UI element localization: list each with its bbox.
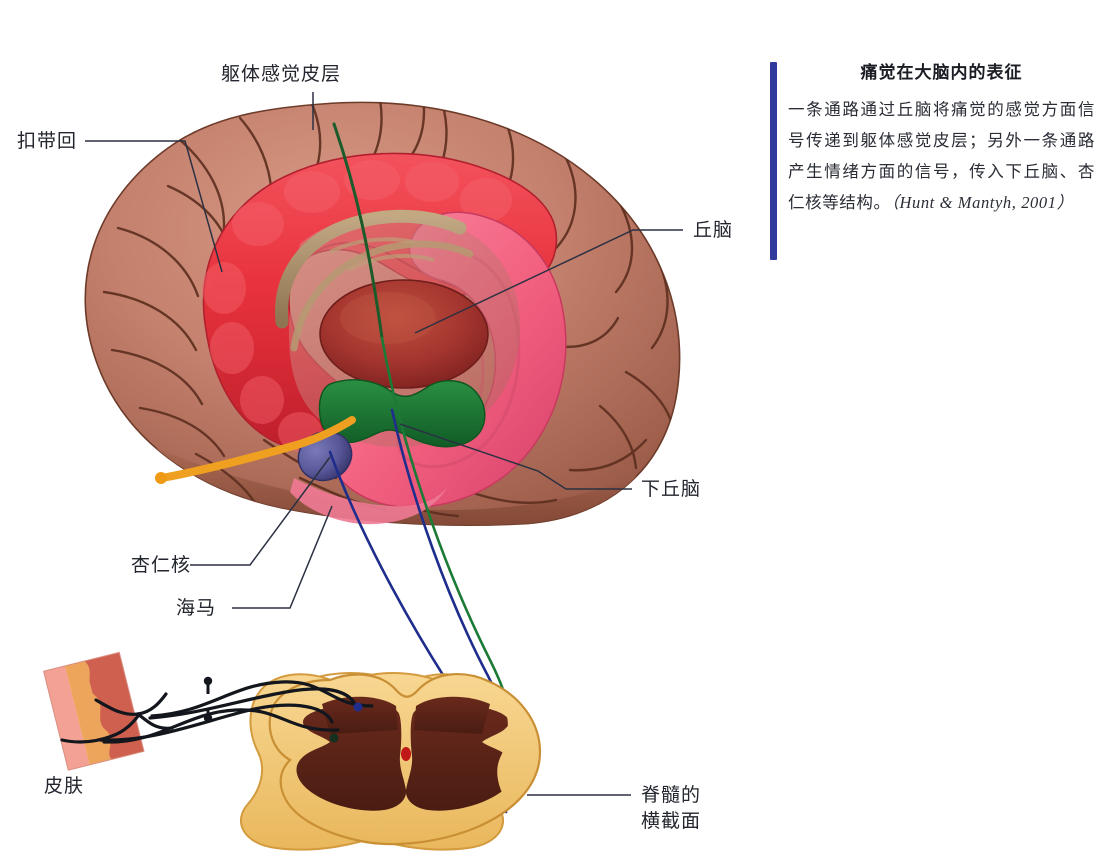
label-hippocampus: 海马 [176,597,217,619]
axon-wave-upper [150,680,374,718]
label-amygdala: 杏仁核 [131,554,192,576]
olfactory-bulb [155,472,167,484]
label-spinal-cord-line1: 脊髓的 [641,784,702,806]
label-cingulate-gyrus: 扣带回 [17,130,78,152]
skin-epidermis [43,665,90,771]
dorsal-root-ganglia [203,676,213,723]
thalamus-body [319,279,489,389]
skin-dermal-boundary [84,661,112,761]
nerve-fiber-upper-axon [148,687,358,720]
thalamus-highlight [340,292,436,344]
note-citation: （Hunt & Mantyh, 2001） [890,193,1074,212]
label-skin: 皮肤 [44,775,85,797]
dorsal-horn-left [322,696,398,734]
note-accent-bar [770,62,777,260]
spinal-cord-cross-section [239,672,542,851]
leader-lines [85,92,683,796]
label-spinal-cord-line2: 横截面 [641,810,702,832]
leader-cingulate-gyrus [85,140,223,273]
leader-thalamus [414,229,683,334]
skin-block-border [43,651,145,771]
skin-dermis-deep [84,652,144,761]
axon-wave-lower [102,708,340,744]
label-thalamus: 丘脑 [693,219,734,241]
sensory-tract-green [332,122,384,340]
olfactory-tract [158,416,356,482]
leader-hippocampus [232,505,333,609]
brain-illustration [84,101,681,527]
label-hypothalamus: 下丘脑 [641,478,702,500]
corpus-callosum [275,209,467,329]
side-note-panel: 痛觉在大脑内的表征 一条通路通过丘脑将痛觉的感觉方面信号传递到躯体感觉皮层；另外… [770,58,1095,260]
fornix-band [290,240,474,352]
dorsal-horn-right [414,696,490,734]
skin-block [43,651,145,771]
dorsal-horn-synapses [329,702,363,743]
septum-strands [329,237,435,272]
central-canal [401,747,411,761]
leader-hypothalamus [399,423,632,490]
note-body-text: 一条通路通过丘脑将痛觉的感觉方面信号传递到躯体感觉皮层；另外一条通路产生情绪方面… [788,100,1095,212]
note-body: 一条通路通过丘脑将痛觉的感觉方面信号传递到躯体感觉皮层；另外一条通路产生情绪方面… [788,94,1095,218]
label-somatosensory-cortex: 躯体感觉皮层 [221,63,342,85]
ascending-axons [102,680,374,744]
leader-amygdala [190,456,331,566]
nerve-fiber-lower [60,714,140,744]
note-title: 痛觉在大脑内的表征 [860,63,1023,83]
